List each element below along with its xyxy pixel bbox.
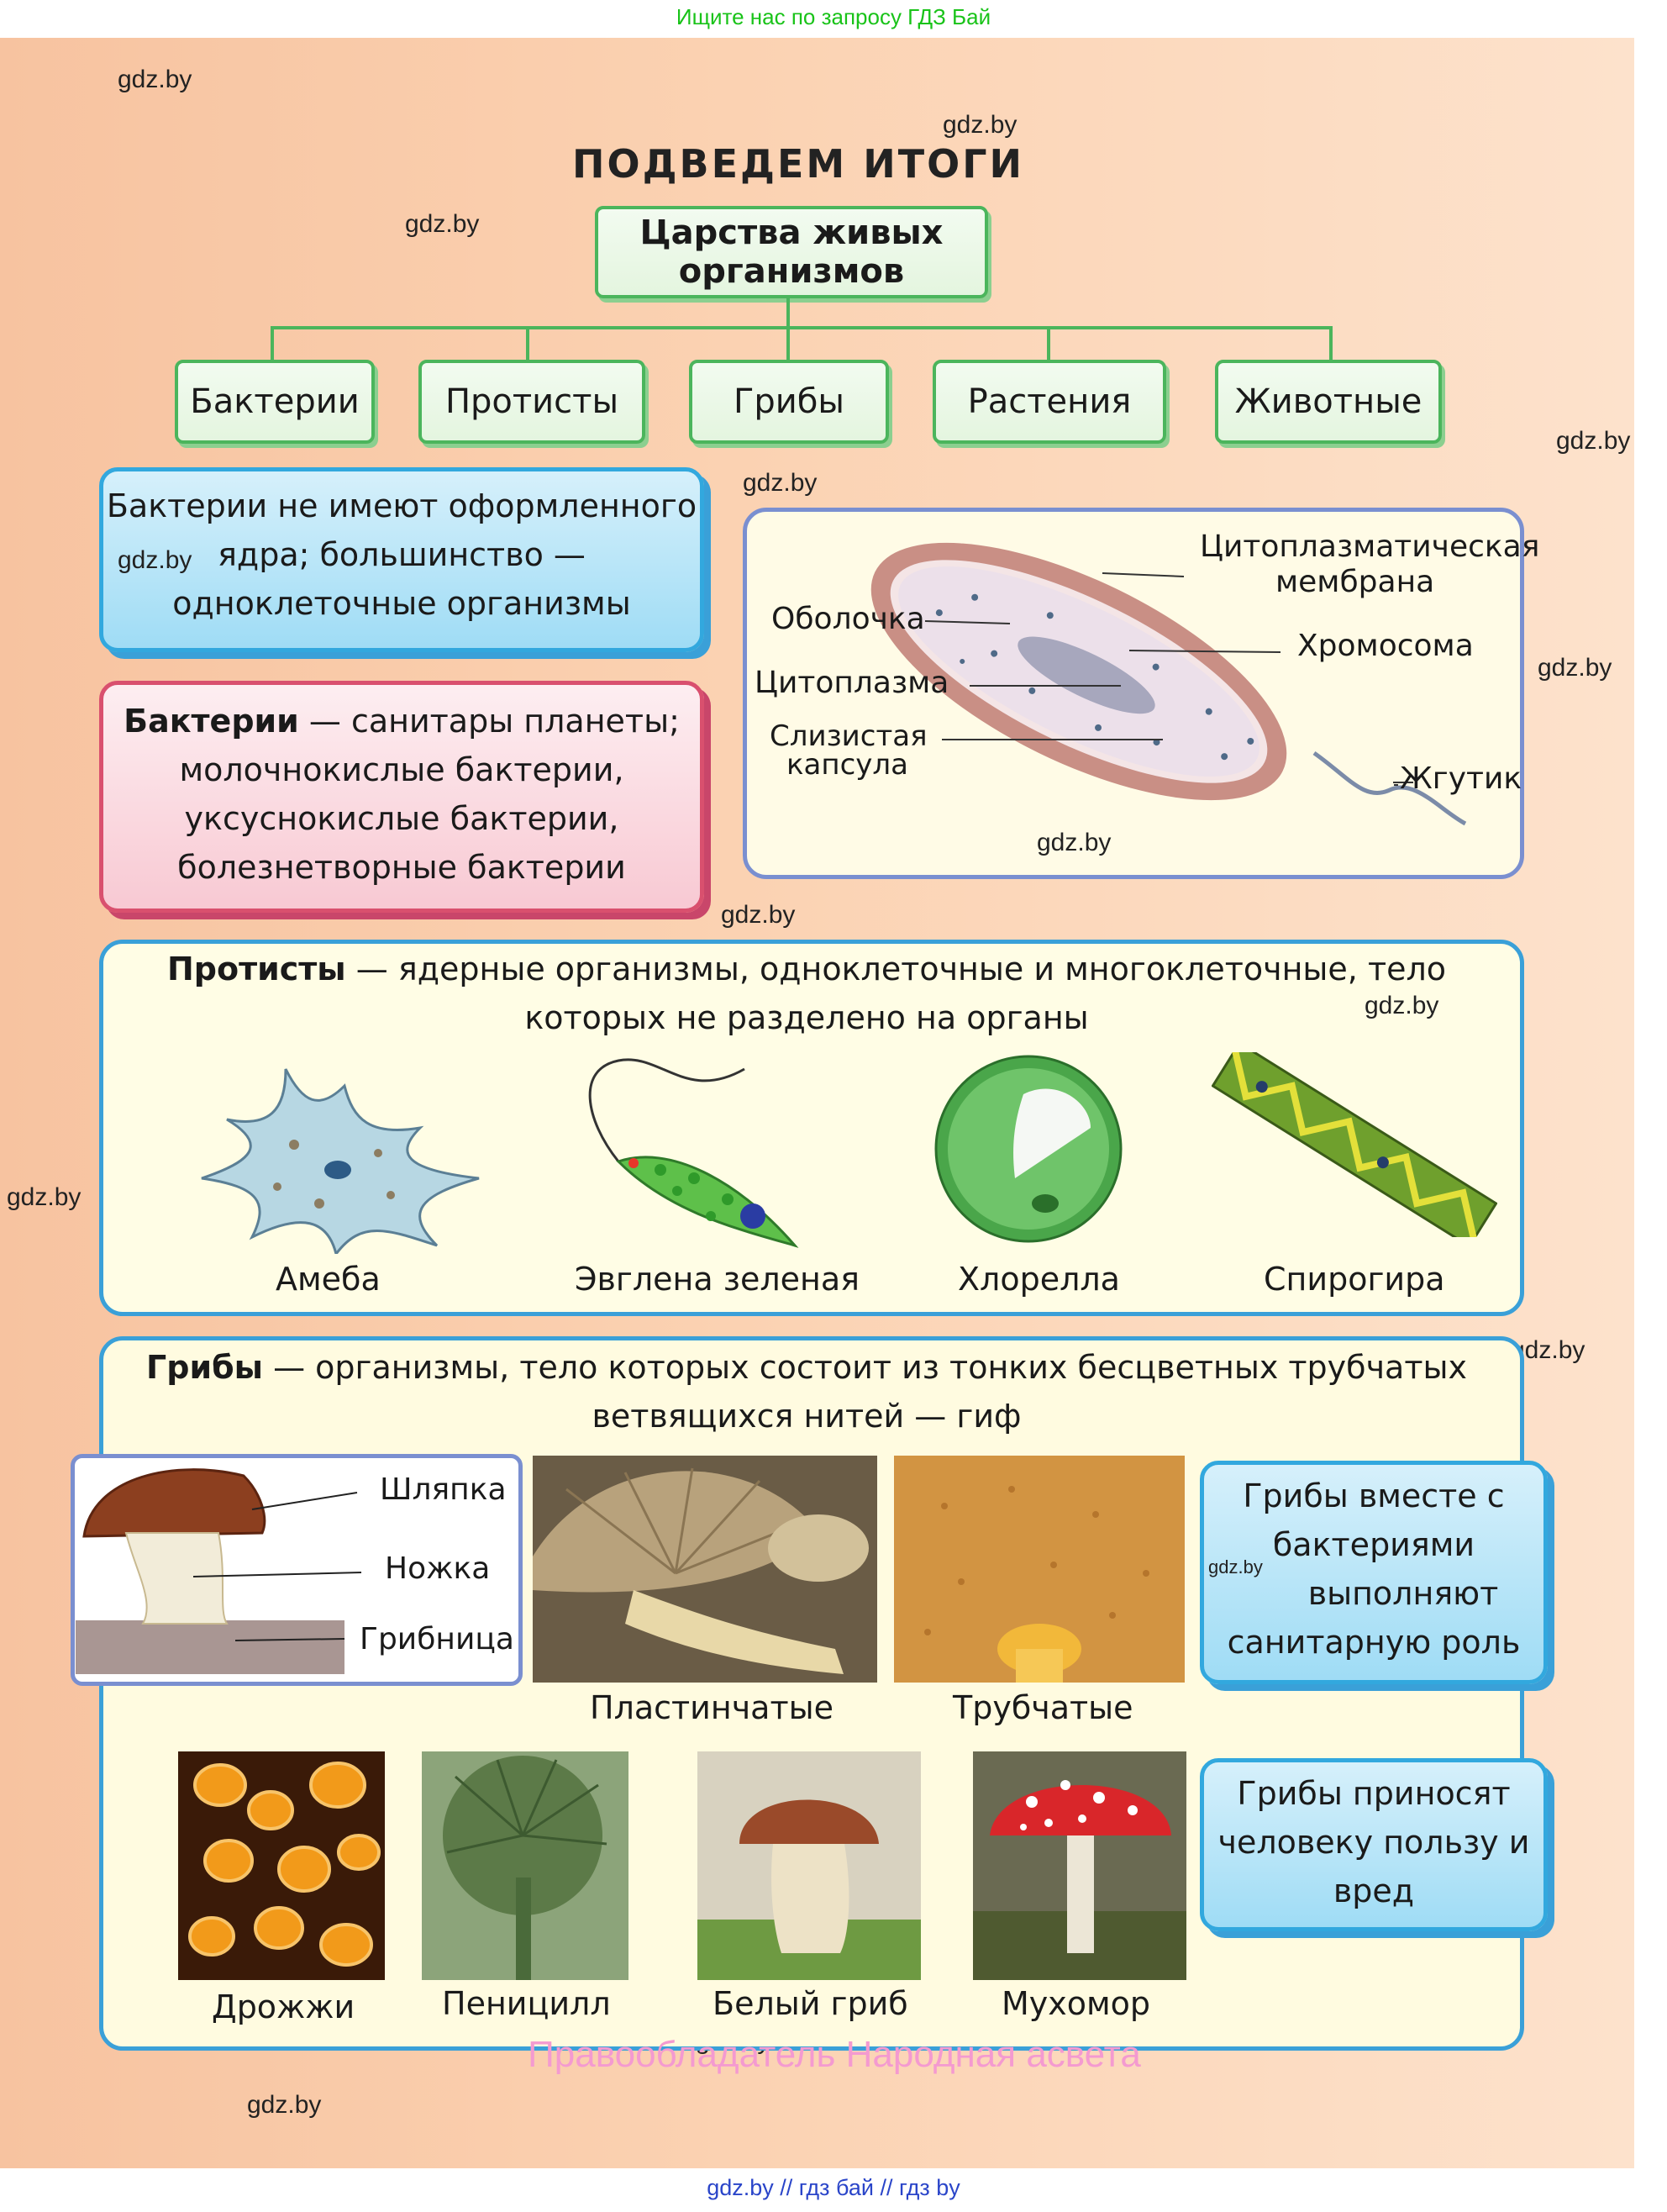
watermark: gdz.by <box>743 469 818 497</box>
watermark: gdz.by <box>721 901 796 929</box>
protist-caption: Спирогира <box>1264 1261 1445 1298</box>
note-line: бактериями <box>1272 1526 1475 1563</box>
example-caption: Дрожжи <box>212 1988 355 2025</box>
label-stem: Ножка <box>385 1551 491 1586</box>
type-caption: Пластинчатые <box>590 1689 834 1726</box>
flagellum-pointer <box>1393 782 1413 783</box>
watermark: gdz.by <box>1365 992 1439 1019</box>
tree-connector <box>1329 326 1333 360</box>
kingdom-box: Животные <box>1215 360 1442 444</box>
protist-caption: Амеба <box>276 1261 381 1298</box>
note-line: выполняют <box>1307 1575 1499 1612</box>
page-title: ПОДВЕДЕМ ИТОГИ <box>571 141 1025 187</box>
example-caption: Пеницилл <box>442 1985 611 2022</box>
top-banner[interactable]: Ищите нас по запросу ГДЗ Бай <box>676 4 991 29</box>
watermark: gdz.by <box>118 66 192 93</box>
tree-connector <box>271 326 1333 329</box>
watermark: gdz.by <box>247 2091 322 2119</box>
protists-term: Протисты <box>167 951 346 988</box>
watermark: gdz.by <box>943 111 1018 139</box>
bacterium-illustration <box>870 542 1467 826</box>
protists-line: которых не разделено на органы <box>524 999 1089 1036</box>
info-line: Бактерии не имеют оформленного <box>106 487 697 524</box>
info-line: ядра; большинство — <box>218 536 586 573</box>
root-line: организмов <box>678 252 905 291</box>
fungi-note-box: Грибы вместе с бактериями выполняют сани… <box>1200 1461 1548 1684</box>
note-line: санитарную роль <box>1227 1624 1521 1661</box>
watermark: gdz.by <box>1208 1556 1263 1577</box>
bacteria-role-box: Бактерии — санитары планеты; молочнокисл… <box>99 681 704 913</box>
note-line: Грибы вместе с <box>1243 1477 1505 1514</box>
kingdom-box: Грибы <box>689 360 889 444</box>
chlorella-image <box>934 1055 1123 1243</box>
role-line: болезнетворные бактерии <box>177 849 626 886</box>
tree-connector <box>526 326 529 360</box>
porcini-photo <box>697 1751 921 1980</box>
penicillium-photo <box>422 1751 628 1980</box>
example-caption: Мухомор <box>1002 1985 1151 2022</box>
copyright: Правообладатель Народная асвета <box>528 2034 1141 2075</box>
kingdom-box: Бактерии <box>175 360 375 444</box>
label-membrane: Цитоплазматическая <box>1200 529 1540 564</box>
label-membrane: мембрана <box>1275 565 1435 599</box>
tree-connector <box>786 326 790 360</box>
fly-agaric-photo <box>973 1751 1186 1980</box>
yeast-photo <box>178 1751 385 1980</box>
euglena-image <box>588 1058 799 1248</box>
bacteria-info-box: Бактерии не имеют оформленного ядра; бол… <box>99 467 704 652</box>
label-mycelium: Грибница <box>360 1622 514 1656</box>
kingdom-box: Протисты <box>418 360 645 444</box>
fungi-term: Грибы <box>146 1349 263 1386</box>
watermark: gdz.by <box>1037 829 1112 856</box>
tubular-mushroom-photo <box>894 1456 1185 1683</box>
note-line: человеку пользу и <box>1217 1824 1530 1861</box>
watermark: gdz.by <box>7 1183 82 1211</box>
watermark: gdz.by <box>1556 427 1631 455</box>
role-line: уксуснокислые бактерии, <box>184 800 619 837</box>
note-line: вред <box>1333 1872 1415 1909</box>
role-line: Бактерии — санитары планеты; <box>103 697 700 745</box>
label-capsule: капсула <box>786 748 908 782</box>
gill-mushroom-photo <box>533 1456 877 1683</box>
fungi-note-box: Грибы приносят человеку пользу и вред <box>1200 1758 1548 1931</box>
footer-links[interactable]: gdz.by // гдз бай // гдз by <box>707 2175 960 2200</box>
example-caption: Белый гриб <box>713 1985 908 2022</box>
tree-connector <box>271 326 274 360</box>
info-line: одноклеточные организмы <box>172 585 631 622</box>
mushroom-structure-image <box>76 1468 362 1674</box>
protist-caption: Эвглена зеленая <box>575 1261 860 1298</box>
protist-caption: Хлорелла <box>958 1261 1120 1298</box>
fungi-definition: — организмы, тело которых состоит из тон… <box>262 1349 1467 1386</box>
type-caption: Трубчатые <box>953 1689 1133 1726</box>
watermark: gdz.by <box>118 546 192 574</box>
role-term: Бактерии <box>124 703 299 740</box>
label-cytoplasm: Цитоплазма <box>755 666 949 700</box>
tree-connector <box>1047 326 1050 360</box>
note-line: Грибы приносят <box>1237 1775 1511 1812</box>
protists-line: Протисты — ядерные организмы, одноклеточ… <box>109 945 1504 993</box>
amoeba-image <box>201 1068 480 1254</box>
watermark: gdz.by <box>1538 654 1612 682</box>
label-shell: Оболочка <box>771 602 925 636</box>
kingdom-box: Растения <box>933 360 1166 444</box>
role-line: молочнокислые бактерии, <box>179 751 624 788</box>
spirogyra-image <box>1212 1052 1497 1237</box>
fungi-line: Грибы — организмы, тело которых состоит … <box>109 1343 1504 1392</box>
fungi-line: ветвящихся нитей — гиф <box>592 1398 1022 1435</box>
protists-definition: — ядерные организмы, одноклеточные и мно… <box>345 951 1446 988</box>
tree-connector <box>786 295 790 329</box>
label-flagellum: Жгутик <box>1400 761 1522 796</box>
watermark: gdz.by <box>405 210 480 238</box>
label-capsule: Слизистая <box>770 719 928 753</box>
root-line: Царства живых <box>639 213 944 252</box>
label-chromosome: Хромосома <box>1297 629 1474 663</box>
root-box: Царства живых организмов <box>595 206 988 298</box>
role-definition: — санитары планеты; <box>298 703 680 740</box>
label-cap: Шляпка <box>380 1472 507 1507</box>
